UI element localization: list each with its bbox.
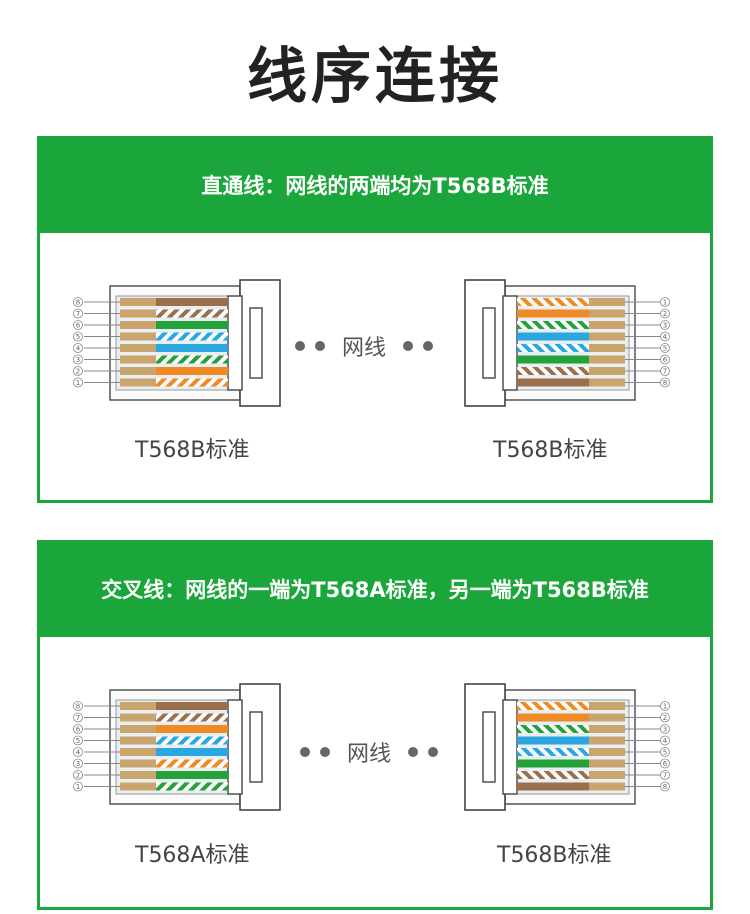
crossover-left-label: T568A标准 <box>135 843 250 868</box>
pin-number: 8 <box>663 783 667 791</box>
pin-number: 1 <box>663 299 667 307</box>
straight-right-label: T568B标准 <box>493 438 608 463</box>
pin-number-circle <box>660 331 670 342</box>
pin-number: 2 <box>76 368 80 376</box>
pin-number-circle <box>660 735 670 746</box>
pin-number-circle <box>660 320 670 330</box>
pin-number-circle <box>73 354 83 365</box>
pin-number: 5 <box>663 345 667 353</box>
crossover-heading: 交叉线：网线的一端为T568A标准，另一端为T568B标准 <box>40 543 710 637</box>
pin-number: 8 <box>663 379 667 387</box>
pin-number-circle <box>73 377 83 388</box>
pin-number-circle <box>660 781 670 792</box>
pin-number-circle <box>73 712 83 723</box>
pin-number: 5 <box>76 737 80 745</box>
page-title: 线序连接 <box>247 42 503 112</box>
pin-number-circle <box>660 724 670 734</box>
pin-number: 3 <box>663 726 667 734</box>
pin-number: 1 <box>663 703 667 711</box>
pin-number: 4 <box>663 333 668 341</box>
pin-number: 1 <box>76 379 80 387</box>
pin-number-circle <box>73 735 83 746</box>
straight-heading: 直通线：网线的两端均为T568B标准 <box>40 139 710 233</box>
pin-number-circle <box>660 712 670 723</box>
straight-right-connector: 1 2 3 4 5 6 7 8 <box>464 279 670 407</box>
pin-number: 4 <box>76 345 81 353</box>
pin-number: 2 <box>663 310 667 318</box>
pin-number-circle <box>73 758 83 769</box>
pin-number: 3 <box>76 760 80 768</box>
pin-number: 3 <box>663 322 667 330</box>
straight-left-connector: 8 7 6 5 4 3 2 1 <box>73 279 281 407</box>
pin-number-circle <box>73 747 83 757</box>
pin-number-circle <box>660 354 670 365</box>
pin-number: 3 <box>76 356 80 364</box>
pin-number-circle <box>73 724 83 734</box>
pin-number: 7 <box>76 714 80 722</box>
pin-number-circle <box>73 320 83 330</box>
pin-number: 7 <box>663 368 667 376</box>
crossover-left-connector: 8 7 6 5 4 3 2 1 <box>73 683 281 811</box>
pin-number: 7 <box>76 310 80 318</box>
pin-number-circle <box>660 747 670 757</box>
pin-number-circle <box>73 297 83 307</box>
pin-number-circle <box>660 297 670 307</box>
pin-number: 1 <box>76 783 80 791</box>
pin-number: 5 <box>76 333 80 341</box>
pin-number: 4 <box>76 749 81 757</box>
pin-number-circle <box>73 701 83 711</box>
pin-number: 7 <box>663 772 667 780</box>
pin-number: 8 <box>76 703 80 711</box>
pin-number: 6 <box>663 356 668 364</box>
pin-number: 2 <box>76 772 80 780</box>
straight-cable: 网线 <box>290 330 438 362</box>
pin-number: 6 <box>663 760 668 768</box>
pin-number-circle <box>660 308 670 319</box>
pin-number-circle <box>660 701 670 711</box>
straight-cable-label: 网线 <box>342 336 387 361</box>
pin-number: 2 <box>663 714 667 722</box>
crossover-right-connector: 1 2 3 4 5 6 7 8 <box>464 683 670 811</box>
pin-number-circle <box>73 343 83 353</box>
crossover-cable: 网线 <box>295 736 443 768</box>
pin-number-circle <box>660 366 670 376</box>
pin-number-circle <box>73 770 83 780</box>
pin-number-circle <box>73 366 83 376</box>
pin-number: 6 <box>76 322 81 330</box>
pin-number-circle <box>73 308 83 319</box>
pin-number-circle <box>73 331 83 342</box>
pin-number: 8 <box>76 299 80 307</box>
pin-number: 5 <box>663 749 667 757</box>
crossover-cable-label: 网线 <box>347 742 392 767</box>
pin-number-circle <box>660 343 670 353</box>
pin-number-circle <box>660 770 670 780</box>
pin-number: 4 <box>663 737 668 745</box>
pin-number-circle <box>73 781 83 792</box>
pin-number-circle <box>660 377 670 388</box>
straight-left-label: T568B标准 <box>135 438 250 463</box>
pin-number: 6 <box>76 726 81 734</box>
pin-number-circle <box>660 758 670 769</box>
crossover-right-label: T568B标准 <box>497 843 612 868</box>
